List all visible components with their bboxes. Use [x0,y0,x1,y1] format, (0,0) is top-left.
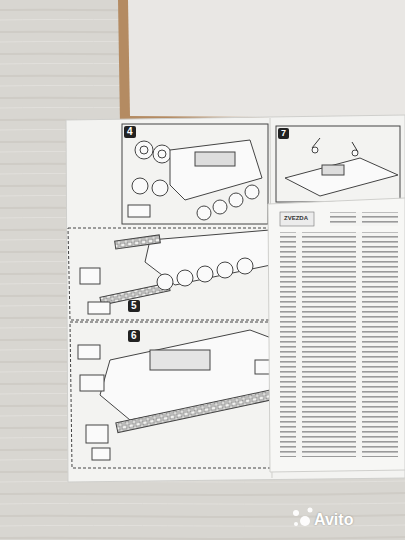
text-sheet [268,198,405,472]
cardboard-box [118,0,405,128]
step-number: 6 [128,330,140,342]
step-number: 4 [124,126,136,138]
box-lid [128,0,405,118]
watermark-logo [293,508,313,527]
step-number: 5 [128,300,140,312]
watermark: Avito [314,512,353,528]
instruction-sheet [66,115,405,482]
brand-logo: ZVEZDA [284,215,308,221]
step-number: 7 [278,128,289,139]
